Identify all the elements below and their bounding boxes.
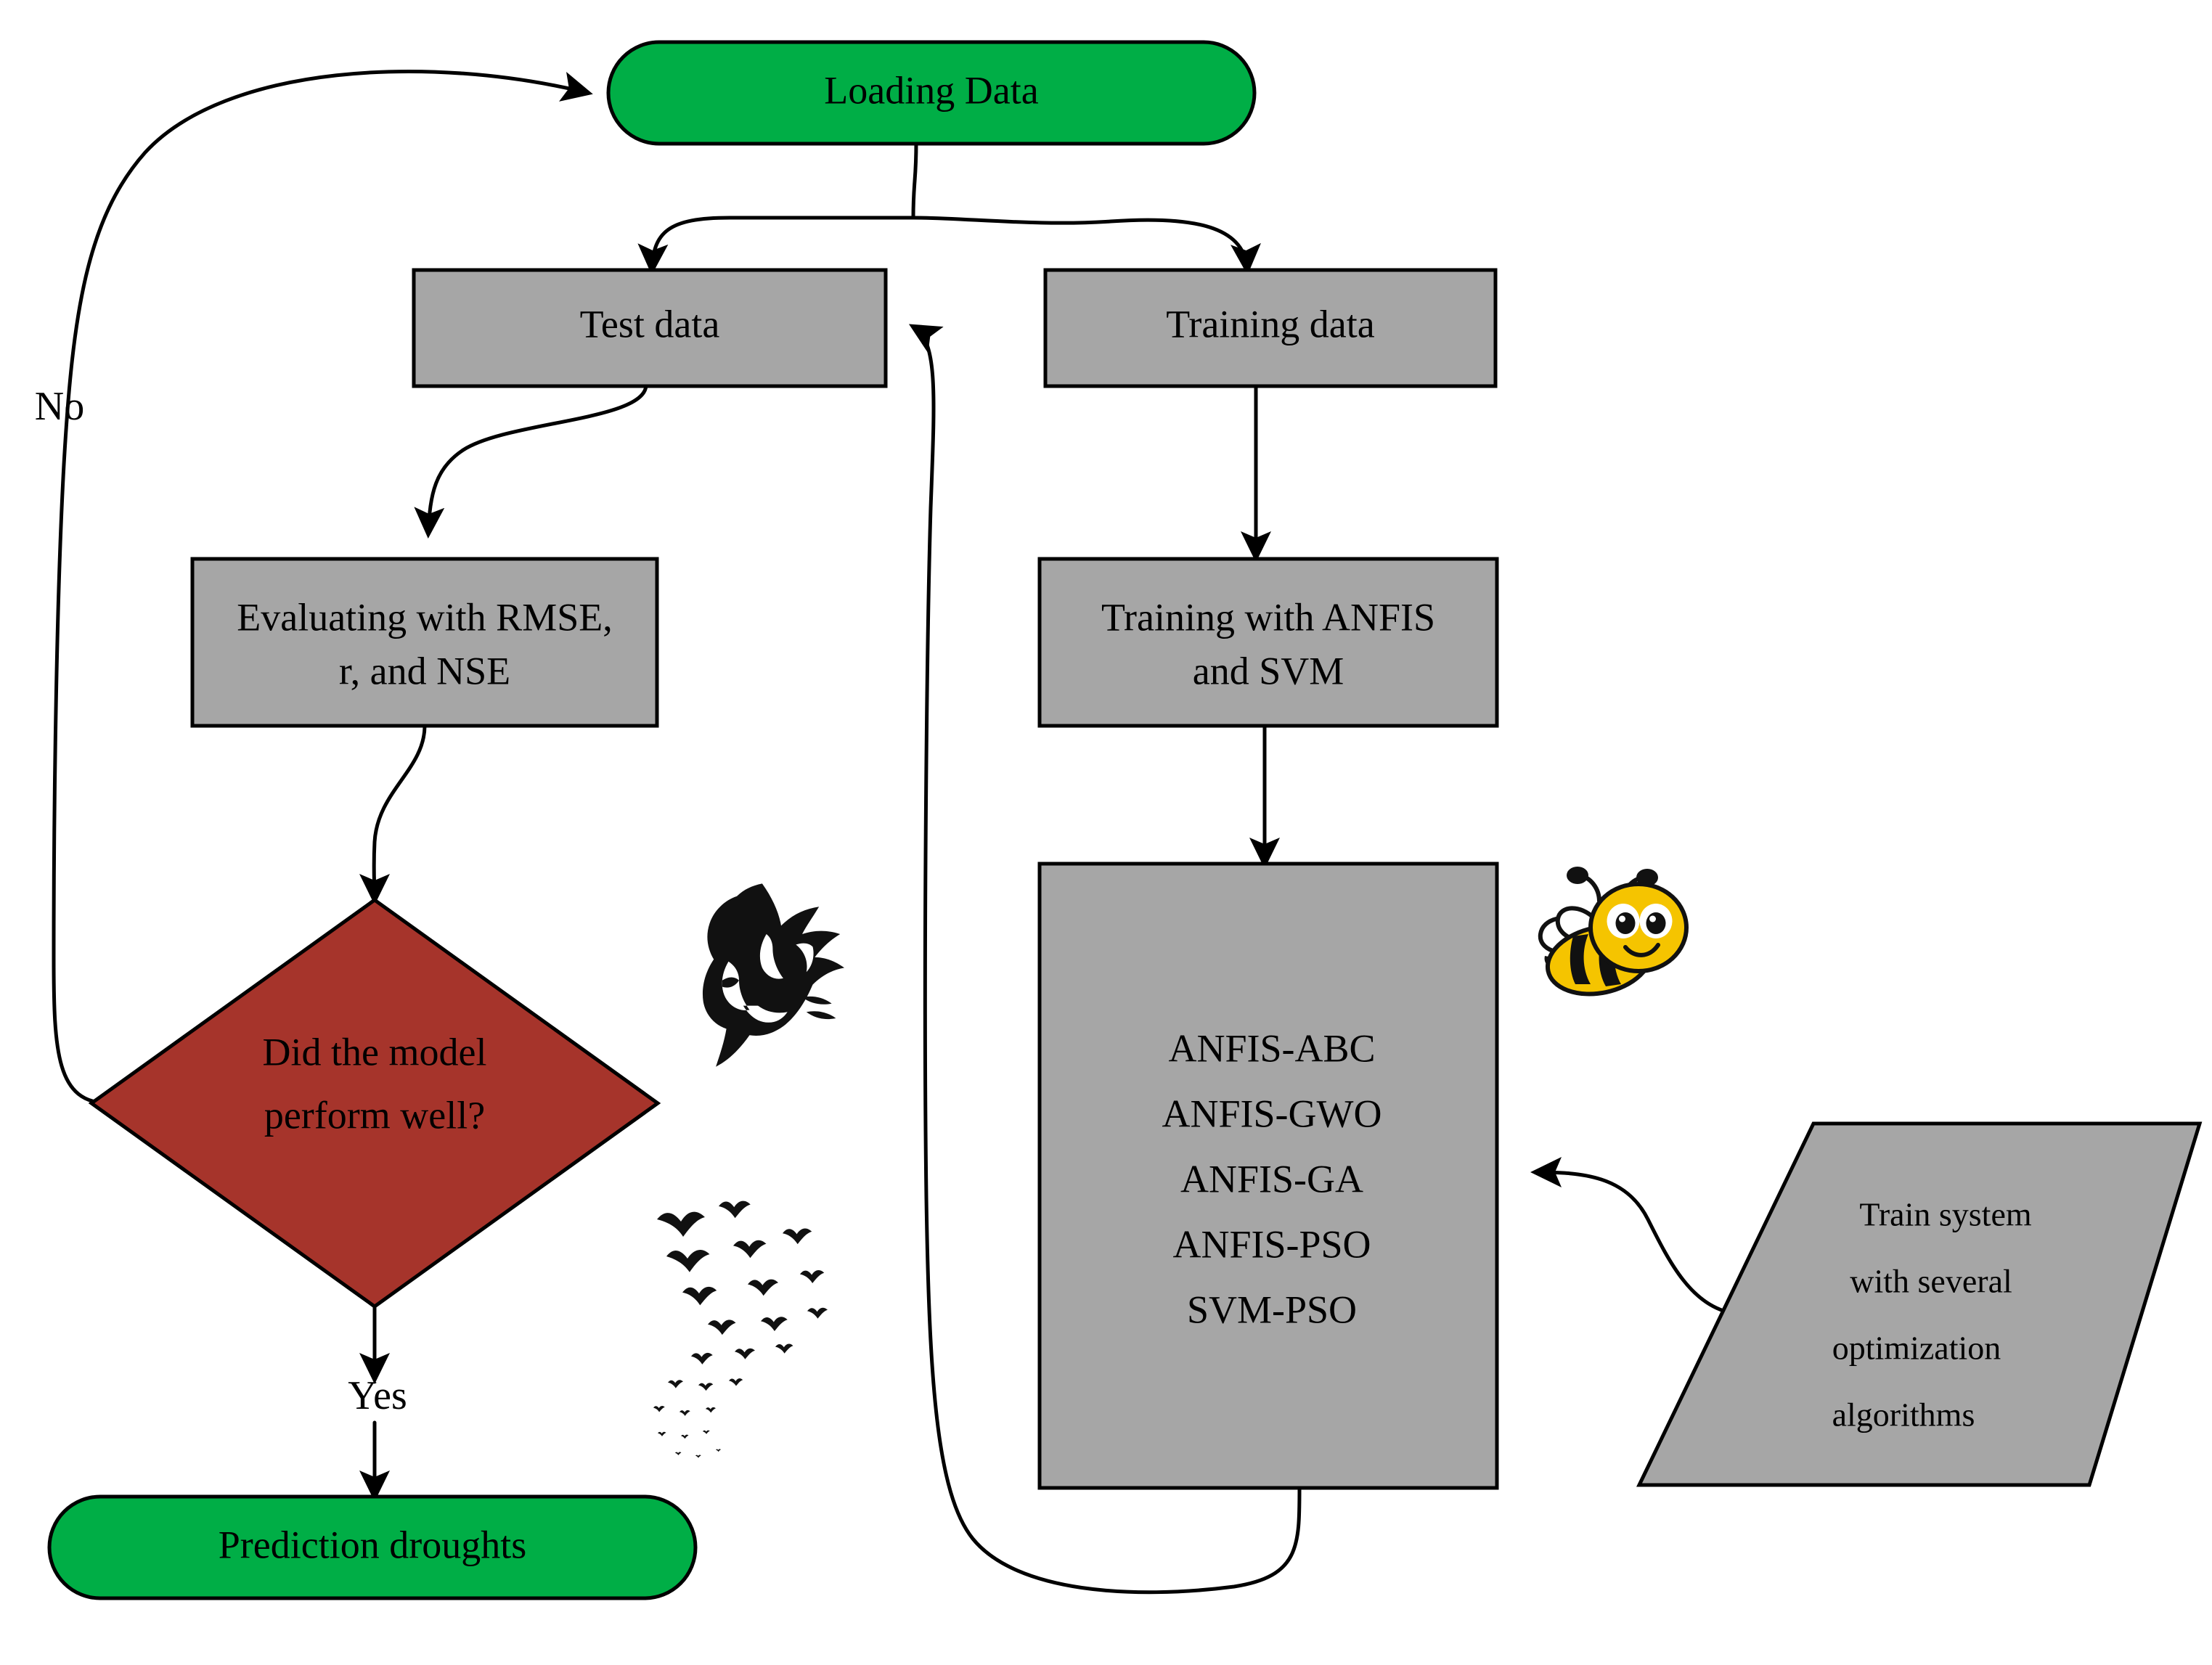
training-data-label: Training data xyxy=(1166,302,1375,345)
train-system-line-1: Train system xyxy=(1859,1196,2031,1233)
node-test-data[interactable]: Test data xyxy=(412,268,888,388)
node-algorithms[interactable]: ANFIS-ABC ANFIS-GWO ANFIS-GA ANFIS-PSO S… xyxy=(1037,862,1499,1490)
edge-test-to-evaluating xyxy=(414,382,648,539)
edge-loading-stem xyxy=(911,140,918,220)
loading-data-shape xyxy=(606,40,1257,146)
decision-label-line-2: perform well? xyxy=(264,1093,485,1137)
evaluating-label-line-1: Evaluating with RMSE, xyxy=(237,595,612,639)
training-models-shape xyxy=(1037,557,1499,728)
training-data-shape xyxy=(1043,268,1498,388)
edge-decision-no-loop xyxy=(52,69,593,1105)
node-decision[interactable]: Did the model perform well? xyxy=(88,897,661,1309)
edge-loading-to-training xyxy=(911,216,1261,275)
edge-label-yes: Yes xyxy=(348,1373,407,1418)
node-training-models[interactable]: Training with ANFIS and SVM xyxy=(1037,557,1499,728)
bird-swarm-icon xyxy=(653,1200,828,1458)
algorithms-shape xyxy=(1037,862,1499,1490)
edge-evaluating-to-decision xyxy=(359,724,427,906)
evaluating-label-line-2: r, and NSE xyxy=(339,649,510,692)
algorithms-item-1: ANFIS-ABC xyxy=(1168,1026,1375,1070)
evaluating-shape xyxy=(190,557,659,728)
node-prediction-droughts[interactable]: Prediction droughts xyxy=(47,1494,698,1600)
edge-label-no: No xyxy=(35,384,84,429)
algorithms-item-5: SVM-PSO xyxy=(1187,1288,1357,1331)
bee-icon xyxy=(1538,867,1689,997)
wolf-head-icon xyxy=(702,883,844,1067)
node-loading-data[interactable]: Loading Data xyxy=(606,40,1257,146)
edge-loading-to-test xyxy=(637,216,915,275)
train-system-line-3: optimization xyxy=(1832,1330,2001,1367)
train-system-line-4: algorithms xyxy=(1832,1396,1975,1433)
edge-trainsystem-to-algorithms xyxy=(1530,1157,1737,1316)
test-data-shape xyxy=(412,268,888,388)
algorithms-item-2: ANFIS-GWO xyxy=(1162,1092,1382,1135)
node-training-data[interactable]: Training data xyxy=(1043,268,1498,388)
training-models-label-line-1: Training with ANFIS xyxy=(1101,595,1435,639)
decision-shape xyxy=(88,897,661,1309)
test-data-label: Test data xyxy=(580,302,720,345)
algorithms-item-4: ANFIS-PSO xyxy=(1172,1222,1371,1266)
train-system-line-2: with several xyxy=(1850,1263,2012,1300)
decision-label-line-1: Did the model xyxy=(263,1030,487,1073)
node-evaluating[interactable]: Evaluating with RMSE, r, and NSE xyxy=(190,557,659,728)
prediction-droughts-shape xyxy=(47,1494,698,1600)
train-system-shape xyxy=(1636,1121,2203,1487)
training-models-label-line-2: and SVM xyxy=(1193,649,1344,692)
loading-data-label: Loading Data xyxy=(824,68,1038,112)
algorithms-item-3: ANFIS-GA xyxy=(1180,1157,1363,1200)
edge-algorithms-feedback-to-test xyxy=(908,324,1302,1595)
prediction-droughts-label: Prediction droughts xyxy=(219,1523,526,1566)
node-train-system[interactable]: Train system with several optimization a… xyxy=(1636,1121,2203,1487)
